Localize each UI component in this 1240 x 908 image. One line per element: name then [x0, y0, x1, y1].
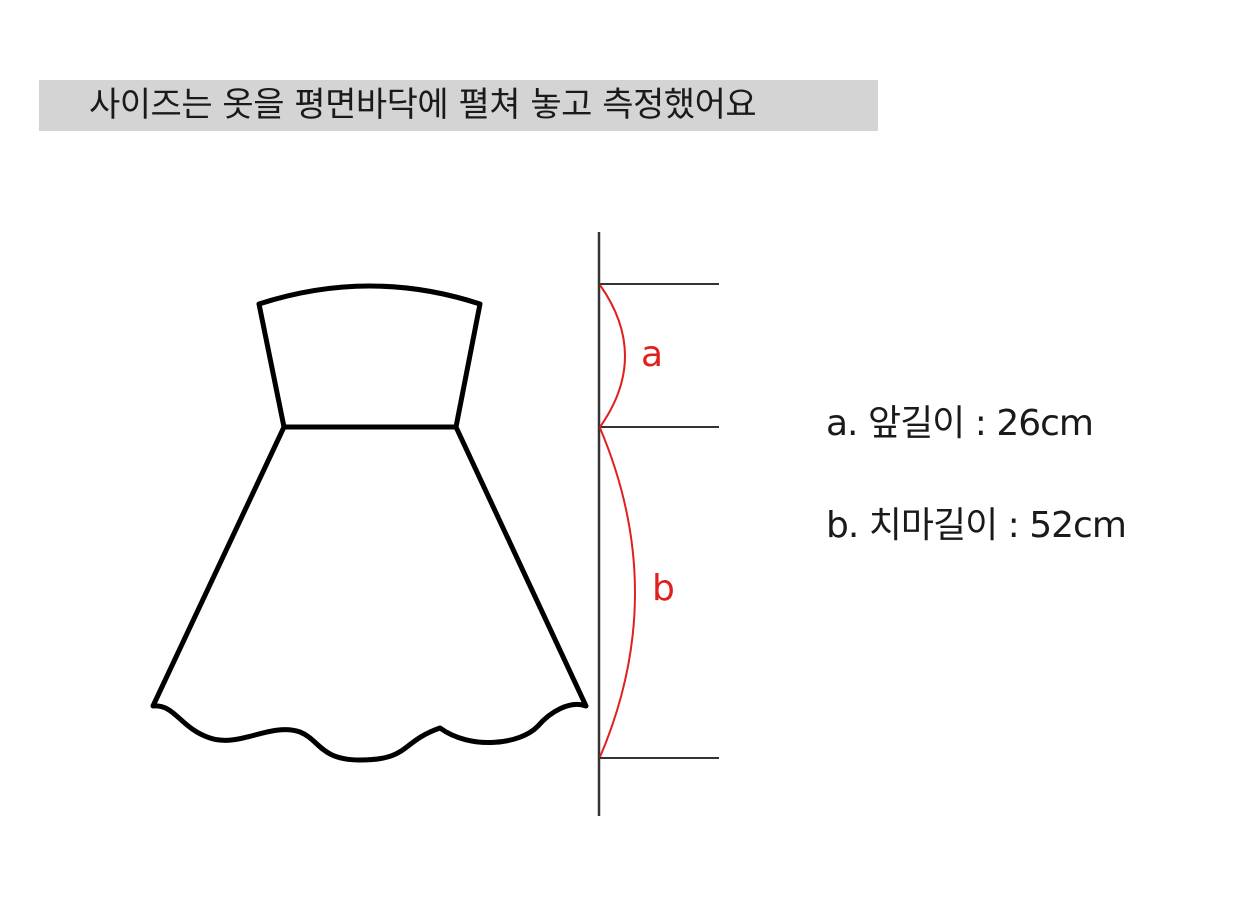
- measurement-a: a. 앞길이 : 26cm: [826, 403, 1094, 444]
- notice-banner: 사이즈는 옷을 평면바닥에 펼쳐 놓고 측정했어요: [39, 80, 878, 131]
- label-b: b: [652, 568, 675, 609]
- measure-arc-a: [599, 284, 626, 428]
- measure-arc-b: [599, 427, 636, 758]
- notice-text: 사이즈는 옷을 평면바닥에 펼쳐 놓고 측정했어요: [89, 85, 757, 125]
- measurement-b: b. 치마길이 : 52cm: [826, 505, 1127, 546]
- dress-skirt: [150, 424, 589, 763]
- dress-bodice: [256, 283, 483, 430]
- label-a: a: [641, 334, 663, 375]
